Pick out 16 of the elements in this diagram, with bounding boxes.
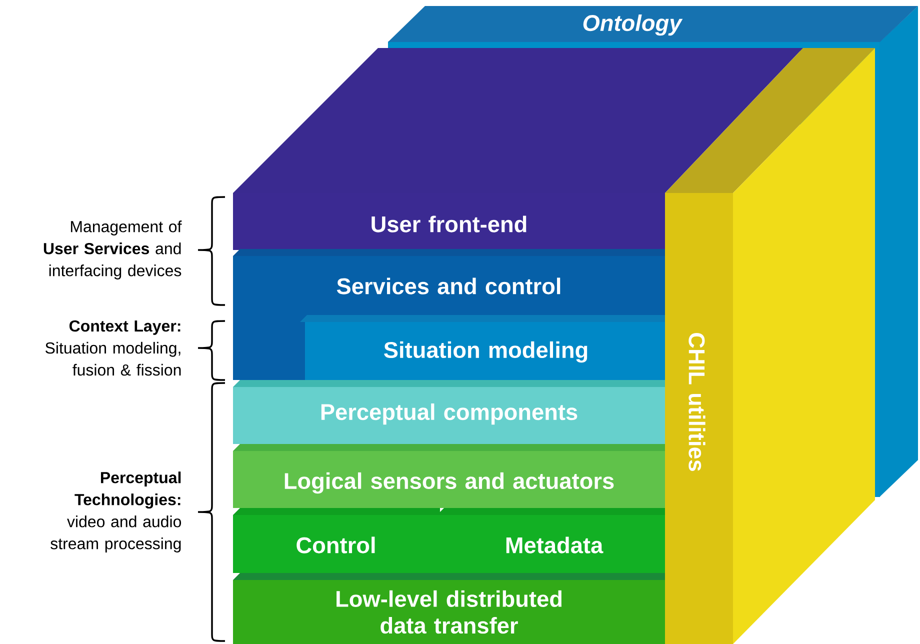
side-label: Perceptual Technologies: video and audio stream processing — [50, 472, 182, 552]
ontology-top: Ontology — [388, 6, 918, 42]
node-label: Metadata — [506, 536, 604, 554]
layer-block: Metadata — [437, 508, 665, 573]
layer-block: Low-level distributed data transfer — [233, 573, 665, 644]
side-label: Context Layer: Situation modeling, fusion & fission — [46, 320, 181, 376]
side-label: Management of User Services and interfacing devices — [44, 220, 182, 280]
node-label: User front-end — [372, 216, 526, 232]
utility-column: CHIL utilities — [665, 48, 875, 644]
node-label: Control — [296, 536, 375, 554]
layer-block: Logical sensors and actuators — [233, 444, 665, 508]
layer-block: Perceptual components — [233, 380, 665, 444]
layer-block: Control — [233, 508, 440, 573]
layer-block: User front-end — [233, 48, 803, 250]
layer-block: Situation modeling — [300, 315, 665, 380]
node-label: CHIL utilities — [688, 333, 706, 471]
